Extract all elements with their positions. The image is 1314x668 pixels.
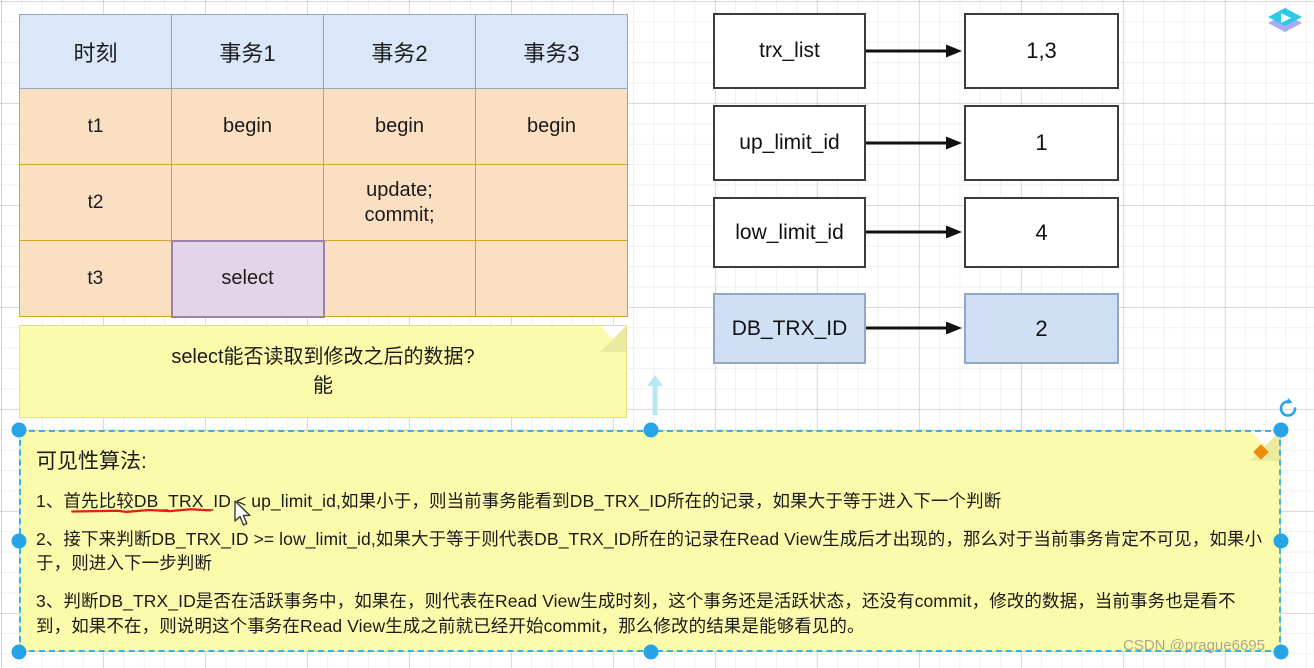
- note-algo-step-3: 3、判断DB_TRX_ID是否在活跃事务中，如果在，则代表在Read View生…: [36, 591, 1236, 636]
- readview-key-db-trx-id[interactable]: DB_TRX_ID: [713, 293, 866, 364]
- table-header-txn1: 事务1: [171, 14, 324, 89]
- cell-time-t2: t2: [19, 164, 172, 241]
- cell-t2-txn1[interactable]: [171, 164, 324, 241]
- watermark: CSDN @prague6695: [1123, 637, 1265, 654]
- cell-t3-txn2[interactable]: [323, 240, 476, 317]
- cell-time-t3: t3: [19, 240, 172, 317]
- readview-value-low-limit-id[interactable]: 4: [964, 197, 1119, 268]
- resize-handle-se[interactable]: [1273, 644, 1289, 660]
- readview-key-up-limit-id[interactable]: up_limit_id: [713, 105, 866, 181]
- diamond-play-logo: [1262, 2, 1308, 49]
- readview-key-low-limit-id[interactable]: low_limit_id: [713, 197, 866, 268]
- cell-t1-txn1[interactable]: begin: [171, 88, 324, 165]
- cell-t3-txn1-select[interactable]: select: [170, 239, 325, 318]
- note-fold-shadow-icon: [600, 326, 626, 352]
- table-row[interactable]: t1 begin begin begin: [19, 88, 628, 165]
- cell-time-t1: t1: [19, 88, 172, 165]
- note-algo-title: 可见性算法:: [36, 450, 147, 473]
- resize-handle-w[interactable]: [11, 533, 27, 549]
- table-header-time: 时刻: [19, 14, 172, 89]
- table-header-txn3: 事务3: [475, 14, 628, 89]
- note-visibility-algorithm[interactable]: 可见性算法: 1、首先比较DB_TRX_ID < up_limit_id,如果小…: [19, 430, 1281, 652]
- cell-t3-txn3[interactable]: [475, 240, 628, 317]
- note-algo-step-2: 2、接下来判断DB_TRX_ID >= low_limit_id,如果大于等于则…: [36, 529, 1263, 574]
- note-algo-step-1: 1、首先比较DB_TRX_ID < up_limit_id,如果小于，则当前事务…: [36, 491, 1002, 511]
- transaction-timeline-table[interactable]: 时刻 事务1 事务2 事务3 t1 begin begin begin t2 u…: [19, 14, 628, 318]
- arrow-right-icon: [866, 133, 964, 153]
- arrow-right-icon: [866, 222, 964, 242]
- readview-value-up-limit-id[interactable]: 1: [964, 105, 1119, 181]
- table-row[interactable]: t2 update;commit;: [19, 164, 628, 241]
- readview-value-db-trx-id[interactable]: 2: [964, 293, 1119, 364]
- note-question-body: select能否读取到修改之后的数据? 能: [171, 343, 474, 401]
- note-fold-shadow-icon: [1250, 431, 1280, 461]
- note-question[interactable]: select能否读取到修改之后的数据? 能: [19, 325, 627, 418]
- note-question-line1: select能否读取到修改之后的数据?: [171, 345, 475, 368]
- guide-arrow-up-icon: [646, 373, 664, 420]
- rotate-icon[interactable]: [1277, 398, 1299, 425]
- arrow-right-icon: [866, 318, 964, 338]
- readview-value-trx-list[interactable]: 1,3: [964, 13, 1119, 89]
- resize-handle-e[interactable]: [1273, 533, 1289, 549]
- cell-t2-txn2[interactable]: update;commit;: [323, 164, 476, 241]
- resize-handle-n[interactable]: [643, 422, 659, 438]
- resize-handle-nw[interactable]: [11, 422, 27, 438]
- cell-t1-txn2[interactable]: begin: [323, 88, 476, 165]
- note-question-line2: 能: [313, 374, 333, 397]
- table-row[interactable]: t3 select: [19, 239, 628, 318]
- readview-key-trx-list[interactable]: trx_list: [713, 13, 866, 89]
- table-header-row: 时刻 事务1 事务2 事务3: [19, 14, 628, 89]
- cell-t1-txn3[interactable]: begin: [475, 88, 628, 165]
- arrow-right-icon: [866, 41, 964, 61]
- resize-handle-s[interactable]: [643, 644, 659, 660]
- table-header-txn2: 事务2: [323, 14, 476, 89]
- cell-t2-txn3[interactable]: [475, 164, 628, 241]
- resize-handle-ne[interactable]: [1273, 422, 1289, 438]
- resize-handle-sw[interactable]: [11, 644, 27, 660]
